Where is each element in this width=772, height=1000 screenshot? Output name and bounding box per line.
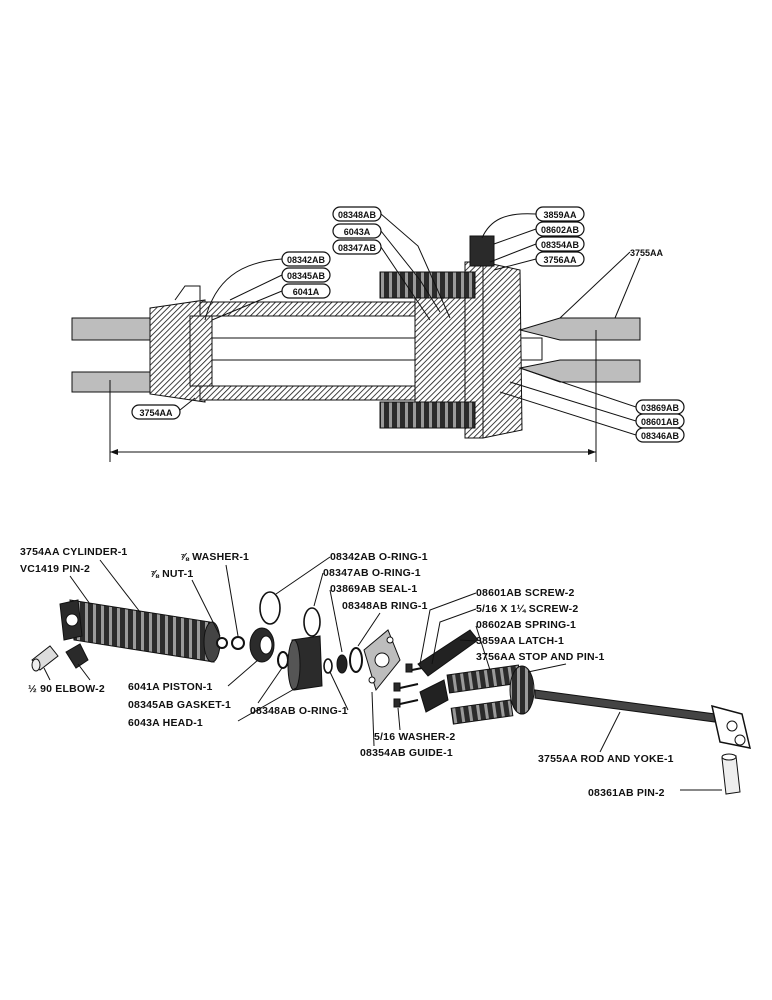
nut-part: [216, 637, 228, 649]
cylinder-yoke-lower: [71, 371, 161, 393]
svg-text:08602AB: 08602AB: [541, 225, 580, 235]
latch-block: [469, 235, 495, 267]
label-spring: 08602AB SPRING-1: [476, 619, 576, 631]
yoke-part: [710, 704, 751, 749]
gasket-part: [277, 651, 289, 669]
washer-part: [231, 636, 245, 650]
callout-08602ab: 08602AB: [493, 221, 585, 245]
callout-08348ab-top: 08348AB: [332, 206, 451, 319]
label-screw-08601: 08601AB SCREW-2: [476, 587, 575, 599]
rod-yoke-upper: [518, 317, 641, 341]
elbow-fitting: [65, 643, 89, 669]
cylinder-barrel-top-wall: [199, 301, 421, 317]
svg-text:3859AA: 3859AA: [543, 210, 577, 220]
label-oring-08348: 08348AB O-RING-1: [250, 705, 348, 717]
label-washer2: 5/16 WASHER-2: [374, 731, 455, 743]
svg-text:08347AB: 08347AB: [338, 243, 377, 253]
svg-text:03869AB: 03869AB: [641, 403, 680, 413]
svg-text:08354AB: 08354AB: [541, 240, 580, 250]
piston-part: [249, 627, 275, 663]
rod-yoke-lower: [518, 359, 641, 383]
label-oring-08342: 08342AB O-RING-1: [330, 551, 428, 563]
label-seal: 03869AB SEAL-1: [330, 583, 417, 595]
cylinder-head-section: [414, 295, 471, 409]
callout-6041a: 6041A: [211, 283, 331, 321]
label-nut: ⅞ NUT-1: [150, 568, 193, 580]
callout-08345ab: 08345AB: [229, 267, 331, 301]
callout-6043a: 6043A: [332, 223, 441, 313]
oring-08348-part: [323, 658, 333, 674]
svg-text:08601AB: 08601AB: [641, 417, 680, 427]
stop-and-pin-part: [509, 665, 535, 715]
callout-3755aa: 3755AA: [559, 248, 664, 319]
clevis-pin: [31, 645, 59, 672]
label-pin2: VC1419 PIN-2: [20, 563, 90, 575]
svg-text:6043A: 6043A: [344, 227, 371, 237]
svg-text:08342AB: 08342AB: [287, 255, 326, 265]
label-stop: 3756AA STOP AND PIN-1: [476, 651, 605, 663]
upper-spring: [379, 271, 476, 299]
label-guide: 08354AB GUIDE-1: [360, 747, 453, 759]
lower-spring-part: [450, 699, 514, 725]
label-oring-08347: 08347AB O-RING-1: [323, 567, 421, 579]
cylinder-yoke-upper: [71, 317, 161, 341]
callout-3754aa: 3754AA: [131, 397, 196, 420]
callout-08346ab: 08346AB: [499, 391, 685, 443]
label-elbow: ½ 90 ELBOW-2: [28, 683, 105, 695]
piston-section: [189, 315, 213, 387]
guide-housing-section: [482, 261, 523, 439]
label-head: 6043A HEAD-1: [128, 717, 203, 729]
callout-3756aa: 3756AA: [493, 251, 585, 271]
svg-text:08346AB: 08346AB: [641, 431, 680, 441]
svg-text:08348AB: 08348AB: [338, 210, 377, 220]
callout-08347ab: 08347AB: [332, 239, 431, 321]
seal-part: [336, 654, 348, 674]
oring-08342-part: [259, 591, 281, 625]
ring-part: [349, 647, 363, 673]
svg-text:3756AA: 3756AA: [543, 255, 577, 265]
label-ring: 08348AB RING-1: [342, 600, 428, 612]
screws-part: [393, 663, 433, 708]
svg-text:3755AA: 3755AA: [630, 248, 664, 258]
rod-part: [534, 689, 716, 723]
callout-03869ab: 03869AB: [519, 367, 685, 415]
hose-fitting: [174, 285, 201, 301]
label-cylinder: 3754AA CYLINDER-1: [20, 546, 127, 558]
oring-08347-part: [303, 607, 321, 637]
label-pin-08361: 08361AB PIN-2: [588, 787, 665, 799]
callout-08354ab: 08354AB: [489, 236, 585, 263]
label-washer: ⅞ WASHER-1: [180, 551, 249, 563]
label-gasket: 08345AB GASKET-1: [128, 699, 231, 711]
head-part: [287, 635, 323, 691]
label-screw-516: 5/16 X 1¼ SCREW-2: [476, 603, 578, 615]
bottom-labels: 3754AA CYLINDER-1 VC1419 PIN-2 ½ 90 ELBO…: [20, 546, 722, 799]
callout-08342ab: 08342AB: [204, 251, 331, 321]
exploded-view: [31, 591, 751, 795]
lower-spring: [379, 401, 476, 429]
guide-part: [363, 629, 401, 692]
cylinder-barrel-bottom-wall: [199, 385, 421, 401]
svg-text:3754AA: 3754AA: [139, 408, 173, 418]
callout-3859aa: 3859AA: [481, 206, 585, 239]
svg-text:6041A: 6041A: [293, 287, 320, 297]
label-rod: 3755AA ROD AND YOKE-1: [538, 753, 674, 765]
label-latch: 3859AA LATCH-1: [476, 635, 564, 647]
callout-08601ab: 08601AB: [509, 381, 685, 429]
yoke-pin-part: [721, 753, 741, 795]
sectional-view: [71, 235, 641, 462]
cylinder-part: [59, 599, 221, 663]
svg-text:08345AB: 08345AB: [287, 271, 326, 281]
latch-part: [417, 629, 479, 713]
label-piston: 6041A PISTON-1: [128, 681, 213, 693]
